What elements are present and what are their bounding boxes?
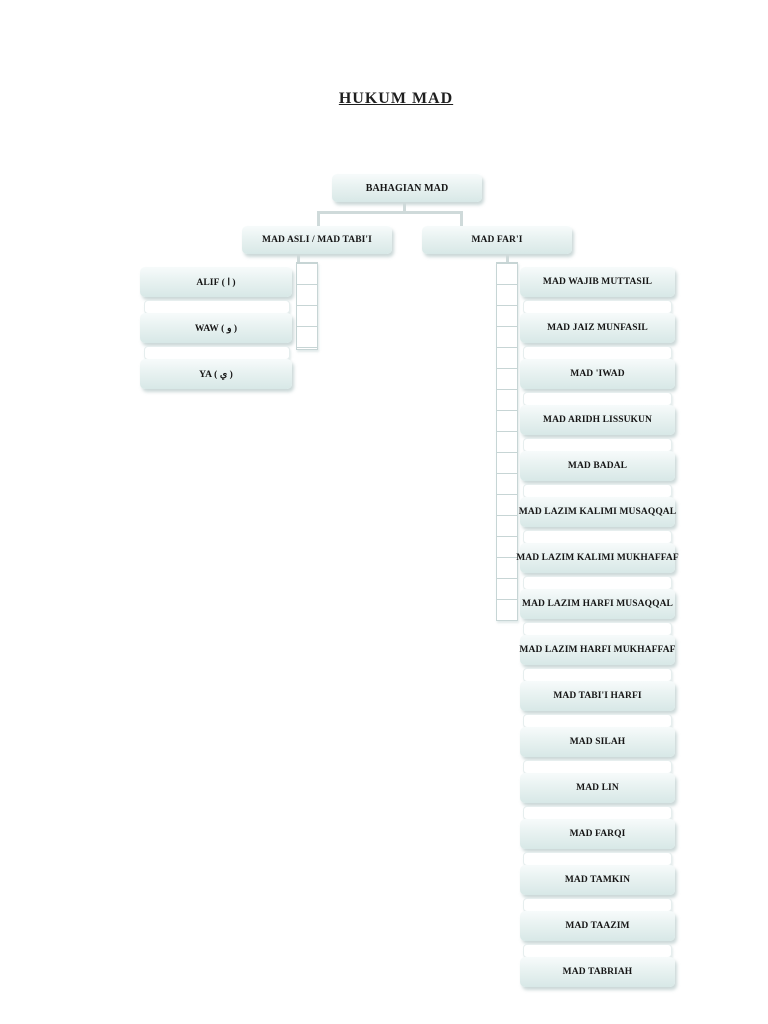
node-label: MAD LAZIM KALIMI MUKHAFFAF [516,553,679,563]
node-mad-lin: MAD LIN [520,773,675,803]
connector-spacer [144,300,290,314]
connector-spacer [523,806,672,820]
node-label: MAD FAR'I [471,235,523,245]
node-label: BAHAGIAN MAD [365,182,449,194]
connector-ladder-right [496,262,518,621]
node-mad-jaiz-munfasil: MAD JAIZ MUNFASIL [520,313,675,343]
node-mad-lazim-harfi-musaqqal: MAD LAZIM HARFI MUSAQQAL [520,589,675,619]
connector-spacer [523,392,672,406]
connector-line [460,211,463,226]
node-label: MAD JAIZ MUNFASIL [547,323,648,333]
connector-spacer [523,530,672,544]
connector-spacer [523,300,672,314]
node-label: MAD TAAZIM [565,921,630,931]
node-label: YA ( ي ) [199,369,233,380]
node-label: MAD LAZIM HARFI MUSAQQAL [522,599,673,609]
node-mad-lazim-harfi-mukhaffaf: MAD LAZIM HARFI MUKHAFFAF [519,635,676,665]
connector-spacer [523,438,672,452]
node-label: MAD ARIDH LISSUKUN [543,415,652,425]
node-mad-tamkin: MAD TAMKIN [520,865,675,895]
node-label: MAD FARQI [569,829,626,839]
connector-spacer [523,668,672,682]
node-mad-fari: MAD FAR'I [422,226,572,254]
connector-spacer [144,346,290,360]
connector-spacer [523,944,672,958]
node-mad-aridh-lissukun: MAD ARIDH LISSUKUN [520,405,675,435]
node-mad-silah: MAD SILAH [520,727,675,757]
connector-line [317,211,463,214]
connector-spacer [523,484,672,498]
connector-spacer [523,576,672,590]
node-mad-asli-mad-tabii: MAD ASLI / MAD TABI'I [242,226,392,254]
connector-line [403,202,406,212]
connector-spacer [523,852,672,866]
node-label: MAD TAMKIN [564,875,631,885]
connector-line [317,211,320,226]
connector-spacer [523,714,672,728]
node-label: MAD 'IWAD [570,369,625,379]
node-label: MAD ASLI / MAD TABI'I [262,235,372,245]
node-label: MAD TABRIAH [562,967,633,977]
node-label: MAD TABI'I HARFI [553,691,642,701]
node-alif: ALIF ( ا ) [140,267,292,297]
node-mad-tabriah: MAD TABRIAH [520,957,675,987]
node-mad-farqi: MAD FARQI [520,819,675,849]
node-mad-badal: MAD BADAL [520,451,675,481]
connector-spacer [523,346,672,360]
node-mad-taazim: MAD TAAZIM [520,911,675,941]
node-mad-lazim-kalimi-mukhaffaf: MAD LAZIM KALIMI MUKHAFFAF [516,543,679,573]
node-label: WAW ( و ) [194,323,238,334]
connector-spacer [523,622,672,636]
node-bahagian-mad: BAHAGIAN MAD [332,174,482,202]
connector-spacer [523,760,672,774]
node-mad-wajib-muttasil: MAD WAJIB MUTTASIL [520,267,675,297]
connector-line [297,254,300,262]
node-waw: WAW ( و ) [140,313,292,343]
node-label: MAD WAJIB MUTTASIL [542,277,653,287]
node-label: MAD SILAH [569,737,626,747]
connector-line [506,254,509,262]
node-label: MAD LAZIM KALIMI MUSAQQAL [518,507,677,517]
node-label: MAD LAZIM HARFI MUKHAFFAF [519,645,676,655]
node-label: ALIF ( ا ) [196,277,236,288]
node-ya: YA ( ي ) [140,359,292,389]
node-label: MAD LIN [576,783,619,793]
node-mad-iwad: MAD 'IWAD [520,359,675,389]
connector-spacer [523,898,672,912]
page-title: HUKUM MAD [338,90,454,107]
connector-ladder-left [296,262,318,350]
node-mad-tabii-harfi: MAD TABI'I HARFI [520,681,675,711]
node-mad-lazim-kalimi-musaqqal: MAD LAZIM KALIMI MUSAQQAL [518,497,677,527]
node-label: MAD BADAL [567,461,628,471]
